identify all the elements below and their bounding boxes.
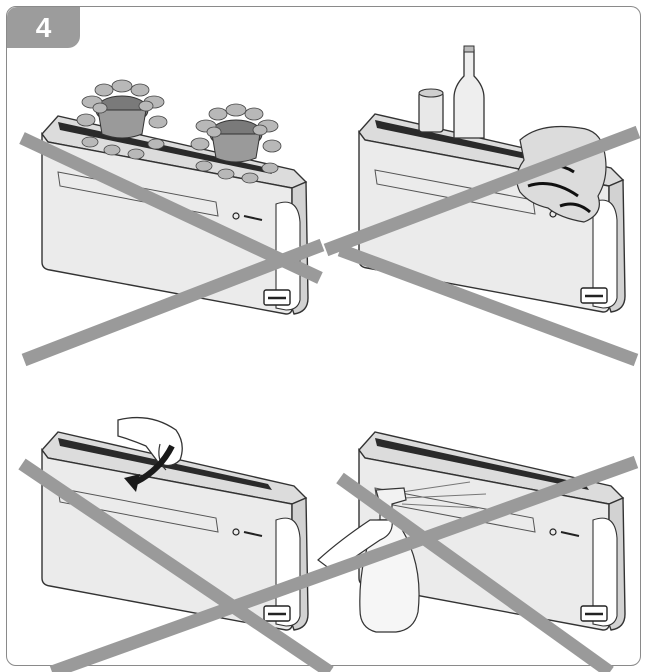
- prohibited-cross-icon: [323, 125, 641, 367]
- panel-open-flap: [40, 416, 310, 632]
- prohibited-cross-icon: [19, 132, 325, 367]
- panel-objects-on-top: [323, 45, 641, 367]
- hand-arrow-icon: [117, 416, 183, 492]
- panel-plants-on-top: [19, 79, 325, 367]
- step-number-badge: 4: [7, 7, 80, 48]
- panel-spray-water: [317, 430, 627, 633]
- prohibited-cross-icon: [18, 455, 639, 672]
